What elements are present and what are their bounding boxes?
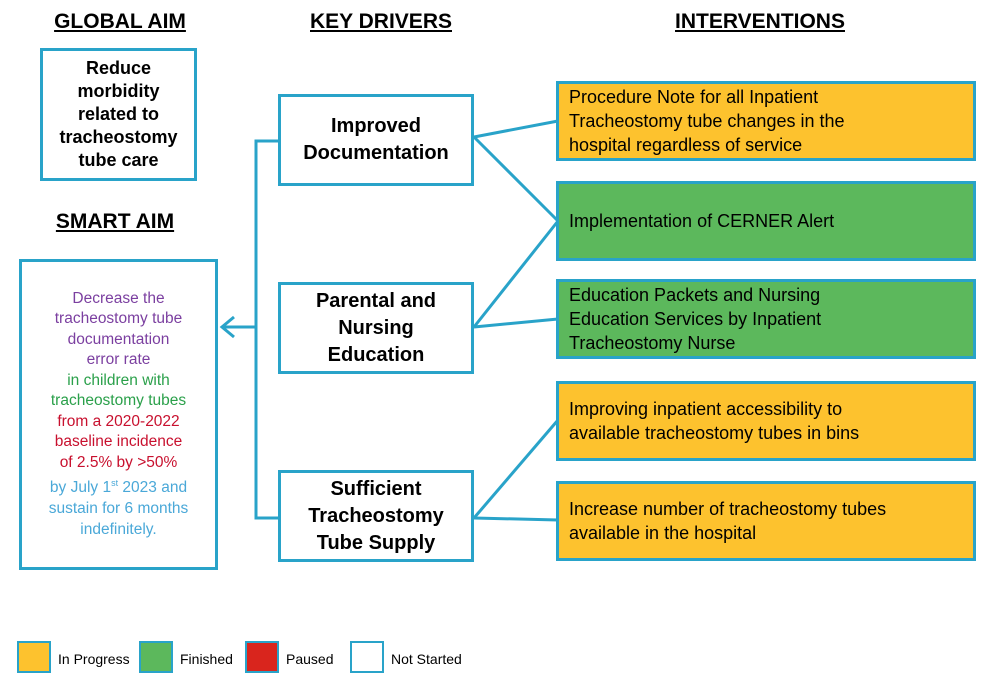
smart-aim-line: tracheostomy tubes bbox=[50, 392, 187, 410]
driver-line: Improved bbox=[330, 115, 422, 137]
legend-label-not-started: Not Started bbox=[391, 651, 462, 667]
legend-label-in-progress: In Progress bbox=[58, 651, 130, 667]
intervention-line: Tracheostomy tube changes in the bbox=[569, 111, 845, 131]
legend-label-finished: Finished bbox=[180, 651, 233, 667]
connector-d2-i3 bbox=[473, 317, 559, 329]
intervention-inpatient-accessibility: Improving inpatient accessibility to ava… bbox=[556, 381, 976, 461]
intervention-education-packets: Education Packets and Nursing Education … bbox=[556, 279, 976, 359]
intervention-line: Tracheostomy Nurse bbox=[569, 333, 736, 353]
intervention-procedure-note: Procedure Note for all Inpatient Tracheo… bbox=[556, 81, 976, 161]
global-aim-header: GLOBAL AIM bbox=[54, 10, 186, 33]
global-aim-line: Reduce bbox=[85, 58, 152, 78]
driver-line: Tube Supply bbox=[316, 531, 436, 554]
legend-swatch-paused bbox=[245, 641, 279, 673]
driver-line: Nursing bbox=[338, 316, 414, 339]
intervention-line: Procedure Note for all Inpatient bbox=[569, 87, 819, 107]
driver-sufficient-tube-supply: Sufficient Tracheostomy Tube Supply bbox=[278, 470, 474, 562]
driver-parental-nursing-education: Parental and Nursing Education bbox=[278, 282, 474, 374]
global-aim-line: related to bbox=[77, 104, 160, 124]
smart-aim-line: tracheostomy tube bbox=[54, 310, 183, 328]
smart-aim-line: of 2.5% by >50% bbox=[59, 453, 178, 471]
legend-swatch-not-started bbox=[350, 641, 384, 673]
connector-d3-i4 bbox=[472, 419, 560, 519]
smart-aim-date-pre: by July 1 bbox=[49, 479, 112, 497]
driver-line: Documentation bbox=[303, 142, 449, 164]
intervention-line: available in the hospital bbox=[569, 523, 757, 543]
driver-bracket bbox=[254, 139, 278, 520]
arrow-head bbox=[219, 315, 235, 339]
smart-aim-line: indefinitely. bbox=[80, 520, 157, 538]
smart-aim-box: Decrease the tracheostomy tube documenta… bbox=[19, 259, 218, 570]
smart-aim-header: SMART AIM bbox=[55, 210, 175, 233]
legend-swatch-in-progress bbox=[17, 641, 51, 673]
driver-line: Parental and bbox=[315, 289, 437, 312]
global-aim-line: tube care bbox=[78, 150, 159, 170]
global-aim-line: tracheostomy bbox=[59, 127, 178, 147]
connector-d1-i1 bbox=[473, 119, 559, 139]
smart-aim-line: in children with bbox=[67, 371, 170, 389]
legend-label-paused: Paused bbox=[286, 651, 334, 667]
smart-aim-line: documentation bbox=[67, 330, 170, 348]
key-drivers-header: KEY DRIVERS bbox=[310, 10, 452, 33]
interventions-header: INTERVENTIONS bbox=[675, 10, 845, 33]
smart-aim-date-line: by July 1st 2023 and bbox=[50, 473, 187, 499]
smart-aim-line: baseline incidence bbox=[54, 433, 183, 451]
intervention-line: Education Services by Inpatient bbox=[569, 309, 822, 329]
smart-aim-date-post: 2023 and bbox=[118, 479, 188, 497]
smart-aim-line: Decrease the bbox=[72, 289, 165, 307]
driver-improved-documentation: Improved Documentation bbox=[278, 94, 474, 186]
connector-d3-i5 bbox=[473, 516, 559, 522]
intervention-cerner-alert: Implementation of CERNER Alert bbox=[556, 181, 976, 261]
connector-d1-i2 bbox=[472, 135, 560, 223]
smart-aim-line: sustain for 6 months bbox=[48, 500, 189, 518]
intervention-increase-tube-number: Increase number of tracheostomy tubes av… bbox=[556, 481, 976, 561]
intervention-line: Implementation of CERNER Alert bbox=[569, 211, 835, 231]
intervention-line: Education Packets and Nursing bbox=[569, 285, 821, 305]
driver-line: Tracheostomy bbox=[308, 504, 444, 527]
intervention-line: Increase number of tracheostomy tubes bbox=[569, 499, 887, 519]
legend-swatch-finished bbox=[139, 641, 173, 673]
driver-line: Education bbox=[327, 343, 425, 366]
global-aim-line: morbidity bbox=[77, 81, 160, 101]
smart-aim-line: from a 2020-2022 bbox=[57, 412, 180, 430]
smart-aim-line: error rate bbox=[86, 351, 151, 369]
global-aim-box: Reduce morbidity related to tracheostomy… bbox=[40, 48, 197, 181]
intervention-line: available tracheostomy tubes in bins bbox=[569, 423, 860, 443]
driver-line: Sufficient bbox=[330, 477, 422, 500]
smart-aim-date-sup: st bbox=[111, 478, 119, 489]
intervention-line: hospital regardless of service bbox=[569, 135, 803, 155]
intervention-line: Improving inpatient accessibility to bbox=[569, 399, 843, 419]
connector-d2-i2 bbox=[472, 220, 560, 328]
